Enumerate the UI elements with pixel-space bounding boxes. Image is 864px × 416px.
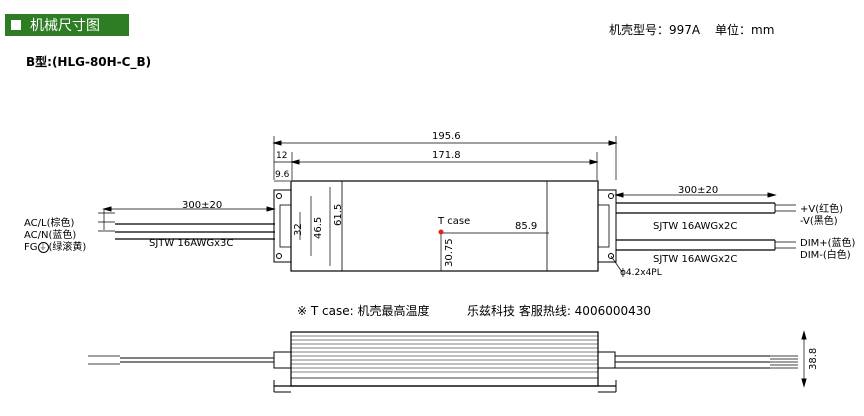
dim-tcase-y: 30.75 [444,238,455,267]
dim-case-length: 171.8 [432,150,461,161]
wire-fg-prefix: FG [24,242,38,253]
dim-tcase-x: 85.9 [515,221,538,232]
variant-label: B型:(HLG-80H-C_B) [26,55,152,69]
dc-cable-length: 300±20 [678,185,719,196]
hotline-note: 乐兹科技 客服热线: 4006000430 [467,304,652,318]
tcase-note: ※ T case: 机壳最高温度 [297,304,430,318]
wire-fg-suffix: (绿滚黄) [48,242,87,253]
dim-mount-offset: 9.6 [275,170,290,180]
tcase-point-marker [438,229,444,235]
section-title: 机械尺寸图 [30,18,100,34]
dc-cable-spec-top: SJTW 16AWGx2C [653,221,738,232]
dim-height: 38.8 [808,347,819,370]
section-title-bar: 机械尺寸图 [5,14,129,36]
dim-overall-length: 195.6 [432,131,461,142]
case-model: 机壳型号：997A [609,23,701,37]
wire-vminus: -V(黑色) [800,216,838,227]
dim-width-outer: 61.5 [333,203,344,226]
wire-vplus: +V(红色) [800,204,844,215]
checkbox-square-icon [11,20,21,30]
ground-symbol-icon: ⏚ [37,241,49,253]
dim-width-inner: 46.5 [313,216,324,239]
wire-fg: FG⏚(绿滚黄) [24,238,86,253]
wire-dimminus: DIM-(白色) [800,250,851,261]
dc-cable-spec-bottom: SJTW 16AWGx2C [653,254,738,265]
dim-end-offset: 12 [276,151,288,161]
tcase-label: T case [438,216,471,227]
unit-label: 单位：mm [715,23,775,37]
dim-width-small: 32 [293,223,304,236]
ac-cable-spec: SJTW 16AWGx3C [149,238,234,249]
wire-acl: AC/L(棕色) [24,218,75,229]
wire-acn: AC/N(蓝色) [24,230,77,241]
dim-hole: ϕ4.2x4PL [620,268,662,278]
ac-cable-length: 300±20 [182,200,223,211]
wire-dimplus: DIM+(蓝色) [800,238,856,249]
